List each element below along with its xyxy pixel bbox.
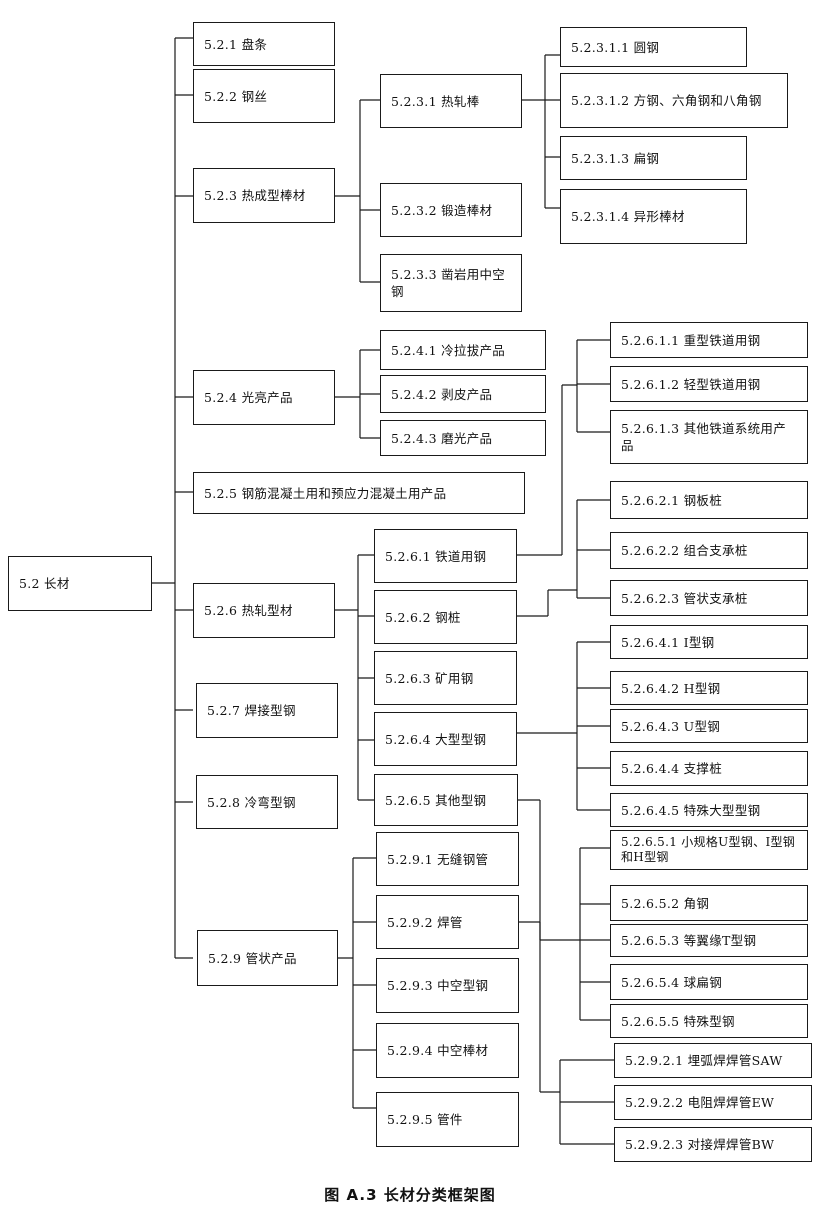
node-5-2-6-5: 5.2.6.5 其他型钢 xyxy=(374,774,518,826)
node-5-2-3: 5.2.3 热成型棒材 xyxy=(193,168,335,223)
node-5-2-1: 5.2.1 盘条 xyxy=(193,22,335,66)
connector-523 xyxy=(335,99,380,283)
node-5-2-4: 5.2.4 光亮产品 xyxy=(193,370,335,425)
node-5-2: 5.2 长材 xyxy=(8,556,152,611)
connector-5264 xyxy=(517,641,610,811)
node-5-2-9-5: 5.2.9.5 管件 xyxy=(376,1092,519,1147)
node-5-2-3-1-1: 5.2.3.1.1 圆钢 xyxy=(560,27,747,67)
node-5-2-9-2-2: 5.2.9.2.2 电阻焊焊管EW xyxy=(614,1085,812,1120)
node-5-2-7: 5.2.7 焊接型钢 xyxy=(196,683,338,738)
node-5-2-9-3: 5.2.9.3 中空型钢 xyxy=(376,958,519,1013)
connector-lines xyxy=(152,37,614,1145)
figure-caption: 图 A.3 长材分类框架图 xyxy=(324,1186,496,1204)
node-5-2-6-3: 5.2.6.3 矿用钢 xyxy=(374,651,517,705)
connector-5265 xyxy=(518,799,610,1021)
node-5-2-6-2: 5.2.6.2 钢桩 xyxy=(374,590,517,644)
node-5-2-9-1: 5.2.9.1 无缝钢管 xyxy=(376,832,519,886)
classification-diagram: 5.2 长材 5.2.1 盘条 5.2.2 钢丝 5.2.3 热成型棒材 5.2… xyxy=(8,22,812,1162)
connector-5262 xyxy=(517,499,610,617)
node-5-2-4-1: 5.2.4.1 冷拉拔产品 xyxy=(380,330,546,370)
node-5-2-4-3: 5.2.4.3 磨光产品 xyxy=(380,420,546,456)
connector-root xyxy=(152,37,193,959)
node-5-2-6-4-3: 5.2.6.4.3 U型钢 xyxy=(610,709,808,743)
node-5-2-6-5-3: 5.2.6.5.3 等翼缘T型钢 xyxy=(610,924,808,957)
node-5-2-9-2: 5.2.9.2 焊管 xyxy=(376,895,519,949)
node-5-2-4-2: 5.2.4.2 剥皮产品 xyxy=(380,375,546,413)
node-5-2-6-4-5: 5.2.6.4.5 特殊大型型钢 xyxy=(610,793,808,827)
node-5-2-6-1-2: 5.2.6.1.2 轻型铁道用钢 xyxy=(610,366,808,402)
node-5-2-9: 5.2.9 管状产品 xyxy=(197,930,338,986)
node-5-2-9-4: 5.2.9.4 中空棒材 xyxy=(376,1023,519,1078)
node-5-2-6-5-4: 5.2.6.5.4 球扁钢 xyxy=(610,964,808,1000)
node-5-2-6-1-1: 5.2.6.1.1 重型铁道用钢 xyxy=(610,322,808,358)
node-5-2-3-1-3: 5.2.3.1.3 扁钢 xyxy=(560,136,747,180)
node-5-2-5: 5.2.5 钢筋混凝土用和预应力混凝土用产品 xyxy=(193,472,525,514)
node-5-2-6-2-1: 5.2.6.2.1 钢板桩 xyxy=(610,481,808,519)
node-5-2-6-2-3: 5.2.6.2.3 管状支承桩 xyxy=(610,580,808,616)
connector-5261 xyxy=(517,339,610,556)
node-5-2-6: 5.2.6 热轧型材 xyxy=(193,583,335,638)
node-5-2-6-2-2: 5.2.6.2.2 组合支承桩 xyxy=(610,532,808,569)
node-5-2-3-1-4: 5.2.3.1.4 异形棒材 xyxy=(560,189,747,244)
node-5-2-8: 5.2.8 冷弯型钢 xyxy=(196,775,338,829)
node-5-2-3-3: 5.2.3.3 凿岩用中空钢 xyxy=(380,254,522,312)
connector-5292 xyxy=(519,921,614,1145)
connector-5231 xyxy=(522,54,560,209)
node-5-2-6-4-1: 5.2.6.4.1 I型钢 xyxy=(610,625,808,659)
node-5-2-9-2-1: 5.2.9.2.1 埋弧焊焊管SAW xyxy=(614,1043,812,1078)
node-5-2-6-4-4: 5.2.6.4.4 支撑桩 xyxy=(610,751,808,786)
node-5-2-6-5-1: 5.2.6.5.1 小规格U型钢、I型钢和H型钢 xyxy=(610,830,808,870)
connector-524 xyxy=(335,349,380,439)
node-5-2-9-2-3: 5.2.9.2.3 对接焊焊管BW xyxy=(614,1127,812,1162)
node-5-2-6-1: 5.2.6.1 铁道用钢 xyxy=(374,529,517,583)
node-5-2-3-2: 5.2.3.2 锻造棒材 xyxy=(380,183,522,237)
node-5-2-6-1-3: 5.2.6.1.3 其他铁道系统用产品 xyxy=(610,410,808,464)
connector-526 xyxy=(335,554,374,801)
node-5-2-6-4: 5.2.6.4 大型型钢 xyxy=(374,712,517,766)
connector-529 xyxy=(338,857,376,1109)
node-5-2-3-1-2: 5.2.3.1.2 方钢、六角钢和八角钢 xyxy=(560,73,788,128)
node-5-2-6-4-2: 5.2.6.4.2 H型钢 xyxy=(610,671,808,705)
node-5-2-6-5-5: 5.2.6.5.5 特殊型钢 xyxy=(610,1004,808,1038)
node-5-2-6-5-2: 5.2.6.5.2 角钢 xyxy=(610,885,808,921)
node-5-2-3-1: 5.2.3.1 热轧棒 xyxy=(380,74,522,128)
node-5-2-2: 5.2.2 钢丝 xyxy=(193,69,335,123)
